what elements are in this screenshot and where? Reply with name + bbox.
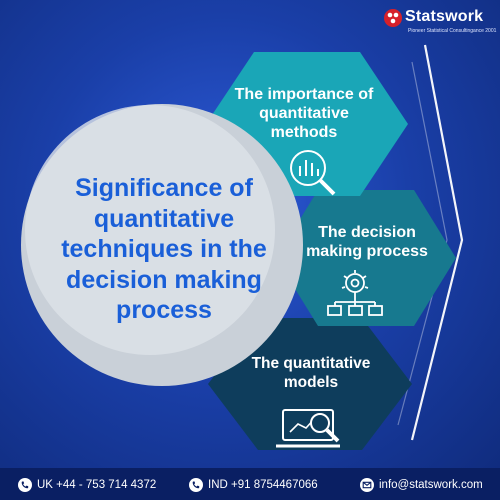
contact-india: IND +91 8754467066: [189, 477, 318, 493]
magnifier-chart-icon: [290, 150, 336, 196]
hexagon-quantitative-models: [208, 318, 412, 450]
monitor-search-icon: [276, 409, 340, 448]
center-circle-highlight: [25, 105, 275, 355]
chevron-outline: [410, 44, 464, 441]
section-title-decision-making: The decision making process: [306, 224, 428, 261]
hexagon-decision-making: [276, 190, 456, 326]
mail-icon: [360, 478, 374, 492]
section-title-importance: The importance of quantitative methods: [234, 86, 374, 142]
india-phone-number[interactable]: IND +91 8754467066: [208, 479, 318, 491]
brand-name: Statswork: [405, 8, 484, 25]
brand-logo: Statswork Pioneer Statistical Consulting…: [383, 8, 497, 38]
contact-uk: UK +44 - 753 714 4372: [18, 477, 156, 493]
contact-footer: UK +44 - 753 714 4372 IND +91 8754467066…: [0, 468, 500, 500]
contact-email: info@statswork.com: [360, 477, 483, 493]
chevron-outline-inner: [397, 61, 448, 426]
section-title-quantitative-models: The quantitative models: [251, 355, 371, 391]
phone-icon: [189, 478, 203, 492]
email-address[interactable]: info@statswork.com: [379, 479, 483, 491]
gear-network-icon: [327, 270, 383, 316]
center-title: Significance of quantitative techniques …: [61, 174, 267, 324]
uk-phone-number[interactable]: UK +44 - 753 714 4372: [37, 479, 157, 491]
phone-icon: [18, 478, 32, 492]
brand-tagline: Pioneer Statistical Consultingance 2001: [408, 28, 497, 34]
statswork-logo-icon: [384, 9, 402, 27]
